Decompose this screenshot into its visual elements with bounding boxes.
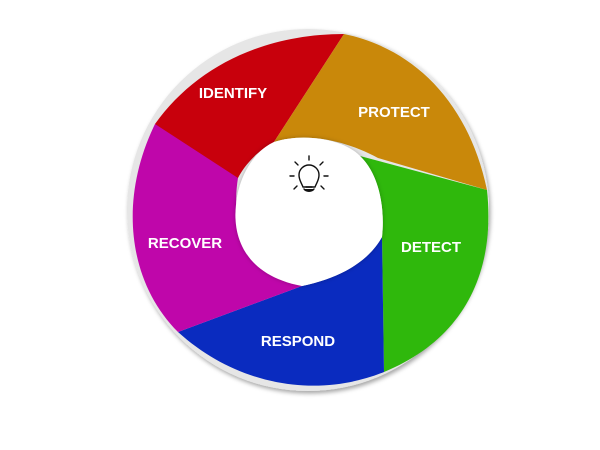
label-identify: IDENTIFY xyxy=(199,85,267,102)
label-respond: RESPOND xyxy=(261,333,335,350)
segment-protect xyxy=(274,34,487,190)
label-detect: DETECT xyxy=(401,239,461,256)
segment-recover xyxy=(132,124,302,332)
segments-group xyxy=(132,34,489,386)
label-recover: RECOVER xyxy=(148,235,222,252)
center-hole xyxy=(235,137,383,286)
lightbulb-icon xyxy=(289,155,329,192)
label-protect: PROTECT xyxy=(358,104,430,121)
segment-detect xyxy=(360,156,489,372)
segment-respond xyxy=(178,237,384,386)
